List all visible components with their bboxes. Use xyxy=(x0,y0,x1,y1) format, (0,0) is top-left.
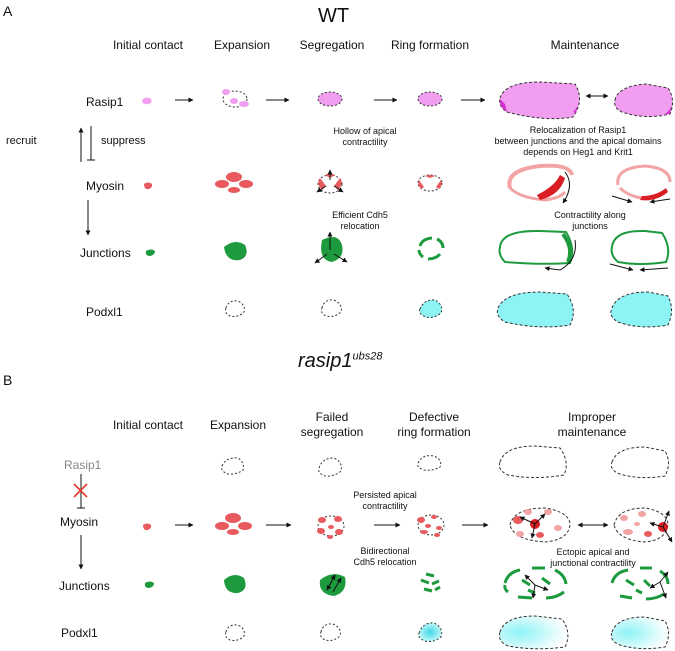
mut-podxl1-ring xyxy=(418,622,443,642)
mut-row-myosin: Myosin xyxy=(60,515,99,529)
rasip1-maintenance-2 xyxy=(614,83,674,118)
mut-junctions-row xyxy=(144,566,670,601)
podxl1-segregation xyxy=(321,299,342,317)
wt-rasip1-row xyxy=(142,81,674,120)
myosin-expansion xyxy=(215,172,253,193)
mut-junctions-initial xyxy=(144,581,154,588)
mut-podxl1-row xyxy=(225,615,669,650)
junctions-maintenance-1 xyxy=(498,229,576,272)
mut-podxl1-maintenance-1 xyxy=(498,615,569,650)
mut-rasip1-row xyxy=(221,445,669,479)
mut-col-initial-contact: Initial contact xyxy=(112,418,184,432)
rasip1-initial xyxy=(142,97,152,105)
wt-title: WT xyxy=(318,5,350,27)
junctions-segregation xyxy=(314,231,348,264)
mut-junctions-expansion xyxy=(224,574,246,594)
panel-a-label: A xyxy=(3,3,13,19)
col-initial-contact: Initial contact xyxy=(112,38,184,52)
wt-podxl1-row xyxy=(225,291,672,328)
col-ring-formation: Ring formation xyxy=(390,38,470,52)
rasip1-segregation xyxy=(317,91,343,107)
mut-podxl1-maintenance-2 xyxy=(610,616,669,650)
row-podxl1: Podxl1 xyxy=(86,305,123,319)
mut-podxl1-expansion xyxy=(225,624,245,641)
rasip1-expansion xyxy=(222,89,249,108)
mut-myosin-ring xyxy=(417,514,445,537)
wt-junctions-row xyxy=(145,229,670,273)
junctions-ring xyxy=(417,236,445,261)
myosin-maintenance-1 xyxy=(507,163,574,204)
col-segregation: Segregation xyxy=(299,38,365,52)
mut-myosin-maintenance-1 xyxy=(509,507,571,543)
recruit-label: recruit xyxy=(6,135,37,147)
mut-myosin-row xyxy=(143,507,673,543)
junctions-initial xyxy=(145,249,155,256)
col-maintenance: Maintenance xyxy=(550,38,620,52)
row-rasip1: Rasip1 xyxy=(86,95,124,109)
col-expansion: Expansion xyxy=(213,38,271,52)
mut-junctions-ring xyxy=(420,572,441,593)
mut-podxl1-segregation xyxy=(320,623,341,641)
suppress-label: suppress xyxy=(101,135,146,147)
myosin-segregation xyxy=(316,169,344,194)
mut-row-rasip1: Rasip1 xyxy=(64,458,102,472)
row-junctions: Junctions xyxy=(80,246,131,260)
podxl1-maintenance-2 xyxy=(610,291,672,328)
junctions-maintenance-2 xyxy=(609,229,670,273)
row-myosin: Myosin xyxy=(86,179,125,193)
rasip1-ring xyxy=(417,91,443,107)
podxl1-maintenance-1 xyxy=(496,291,574,328)
podxl1-ring xyxy=(419,299,443,318)
junctions-expansion xyxy=(224,241,247,261)
wt-myosin-row xyxy=(144,163,672,204)
panel-b-label: B xyxy=(3,372,13,388)
myosin-maintenance-2 xyxy=(611,164,672,204)
rasip1-maintenance-1 xyxy=(499,81,580,120)
mut-row-junctions: Junctions xyxy=(59,579,110,593)
mut-row-podxl1: Podxl1 xyxy=(61,626,98,640)
mut-junctions-maintenance-1 xyxy=(503,566,568,600)
mutant-title: rasip1ubs28 xyxy=(298,350,383,372)
mut-junctions-segregation xyxy=(319,574,346,596)
mut-myosin-segregation xyxy=(317,515,345,539)
myosin-initial xyxy=(144,182,153,190)
mut-myosin-initial xyxy=(143,523,152,531)
podxl1-expansion xyxy=(225,300,245,317)
mut-myosin-expansion xyxy=(215,513,252,535)
inhibition-cross xyxy=(73,483,88,498)
mut-col-expansion: Expansion xyxy=(209,418,267,432)
myosin-ring xyxy=(417,174,443,192)
mut-myosin-maintenance-2 xyxy=(613,507,673,543)
mut-junctions-maintenance-2 xyxy=(610,566,670,601)
